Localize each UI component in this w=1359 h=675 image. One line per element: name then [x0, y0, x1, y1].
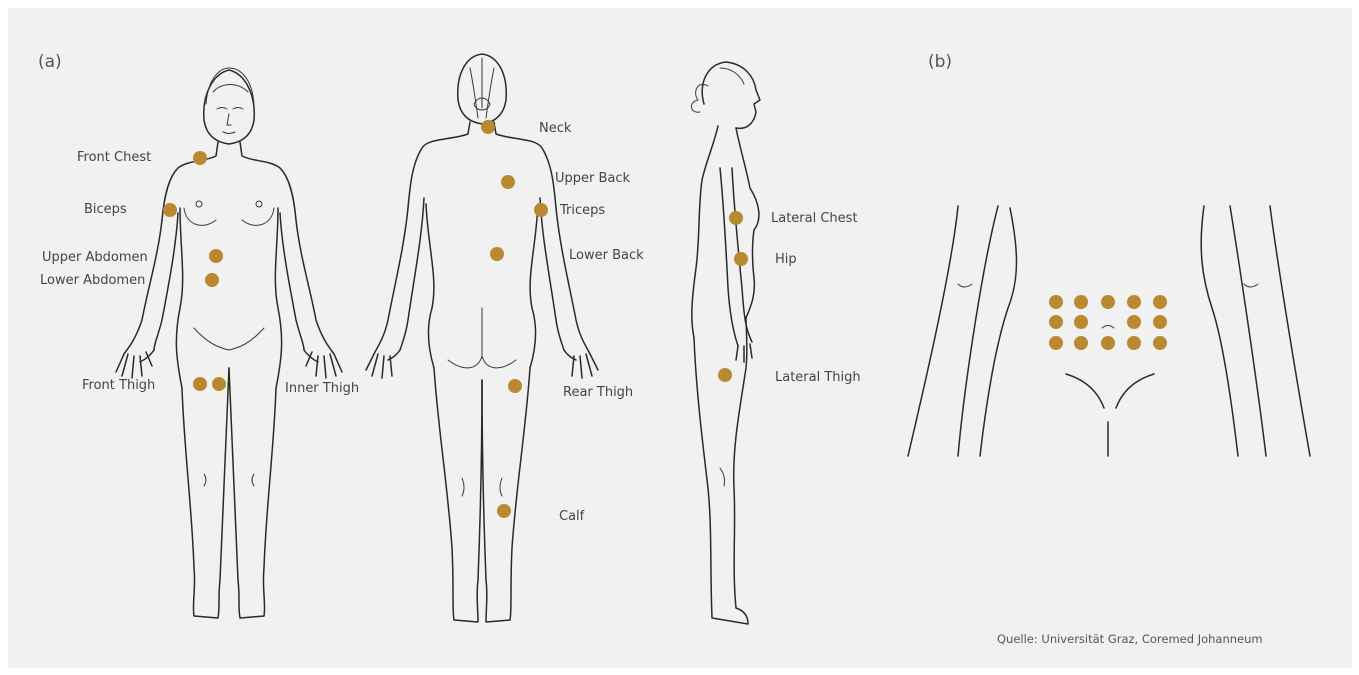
abdomen-outline: [908, 206, 1310, 456]
body-illustration: [8, 8, 1352, 668]
marker-abdomen-grid: [1074, 315, 1088, 329]
label-triceps: Triceps: [560, 204, 605, 217]
label-lower-abdomen: Lower Abdomen: [40, 274, 145, 287]
label-lateral-thigh: Lateral Thigh: [775, 371, 861, 384]
marker-front-thigh-right: [212, 377, 226, 391]
marker-abdomen-grid: [1153, 336, 1167, 350]
label-lower-back: Lower Back: [569, 249, 644, 262]
label-inner-thigh: Inner Thigh: [285, 382, 359, 395]
marker-abdomen-grid: [1101, 295, 1115, 309]
marker-abdomen-grid: [1153, 315, 1167, 329]
back-body-outline: [366, 54, 598, 622]
marker-neck: [481, 120, 495, 134]
marker-front-thigh-left: [193, 377, 207, 391]
marker-abdomen-grid: [1127, 315, 1141, 329]
label-lateral-chest: Lateral Chest: [771, 212, 858, 225]
marker-abdomen-grid: [1049, 336, 1063, 350]
marker-front-chest: [193, 151, 207, 165]
marker-calf: [497, 504, 511, 518]
marker-triceps: [534, 203, 548, 217]
marker-upper-abdomen: [209, 249, 223, 263]
side-body-outline: [691, 62, 760, 624]
marker-lower-abdomen: [205, 273, 219, 287]
marker-biceps: [163, 203, 177, 217]
label-upper-back: Upper Back: [555, 172, 630, 185]
label-front-chest: Front Chest: [77, 151, 151, 164]
marker-abdomen-grid: [1101, 336, 1115, 350]
marker-hip: [734, 252, 748, 266]
label-upper-abdomen: Upper Abdomen: [42, 251, 148, 264]
figure-canvas: (a) (b) Front Chest Biceps Upper Abdomen…: [8, 8, 1352, 668]
panel-label-a: (a): [38, 52, 62, 72]
marker-lower-back: [490, 247, 504, 261]
marker-abdomen-grid: [1049, 295, 1063, 309]
marker-abdomen-grid: [1074, 295, 1088, 309]
marker-lateral-chest: [729, 211, 743, 225]
label-hip: Hip: [775, 253, 797, 266]
label-calf: Calf: [559, 510, 584, 523]
label-neck: Neck: [539, 122, 571, 135]
label-rear-thigh: Rear Thigh: [563, 386, 633, 399]
marker-abdomen-grid: [1074, 336, 1088, 350]
marker-abdomen-grid: [1153, 295, 1167, 309]
marker-abdomen-grid: [1127, 336, 1141, 350]
source-credit: Quelle: Universität Graz, Coremed Johann…: [997, 632, 1263, 646]
marker-upper-back: [501, 175, 515, 189]
marker-abdomen-grid: [1127, 295, 1141, 309]
injection-markers: [163, 120, 1167, 518]
marker-lateral-thigh: [718, 368, 732, 382]
marker-abdomen-grid: [1049, 315, 1063, 329]
panel-label-b: (b): [928, 52, 952, 72]
label-biceps: Biceps: [84, 203, 127, 216]
label-front-thigh: Front Thigh: [82, 379, 155, 392]
marker-rear-thigh: [508, 379, 522, 393]
